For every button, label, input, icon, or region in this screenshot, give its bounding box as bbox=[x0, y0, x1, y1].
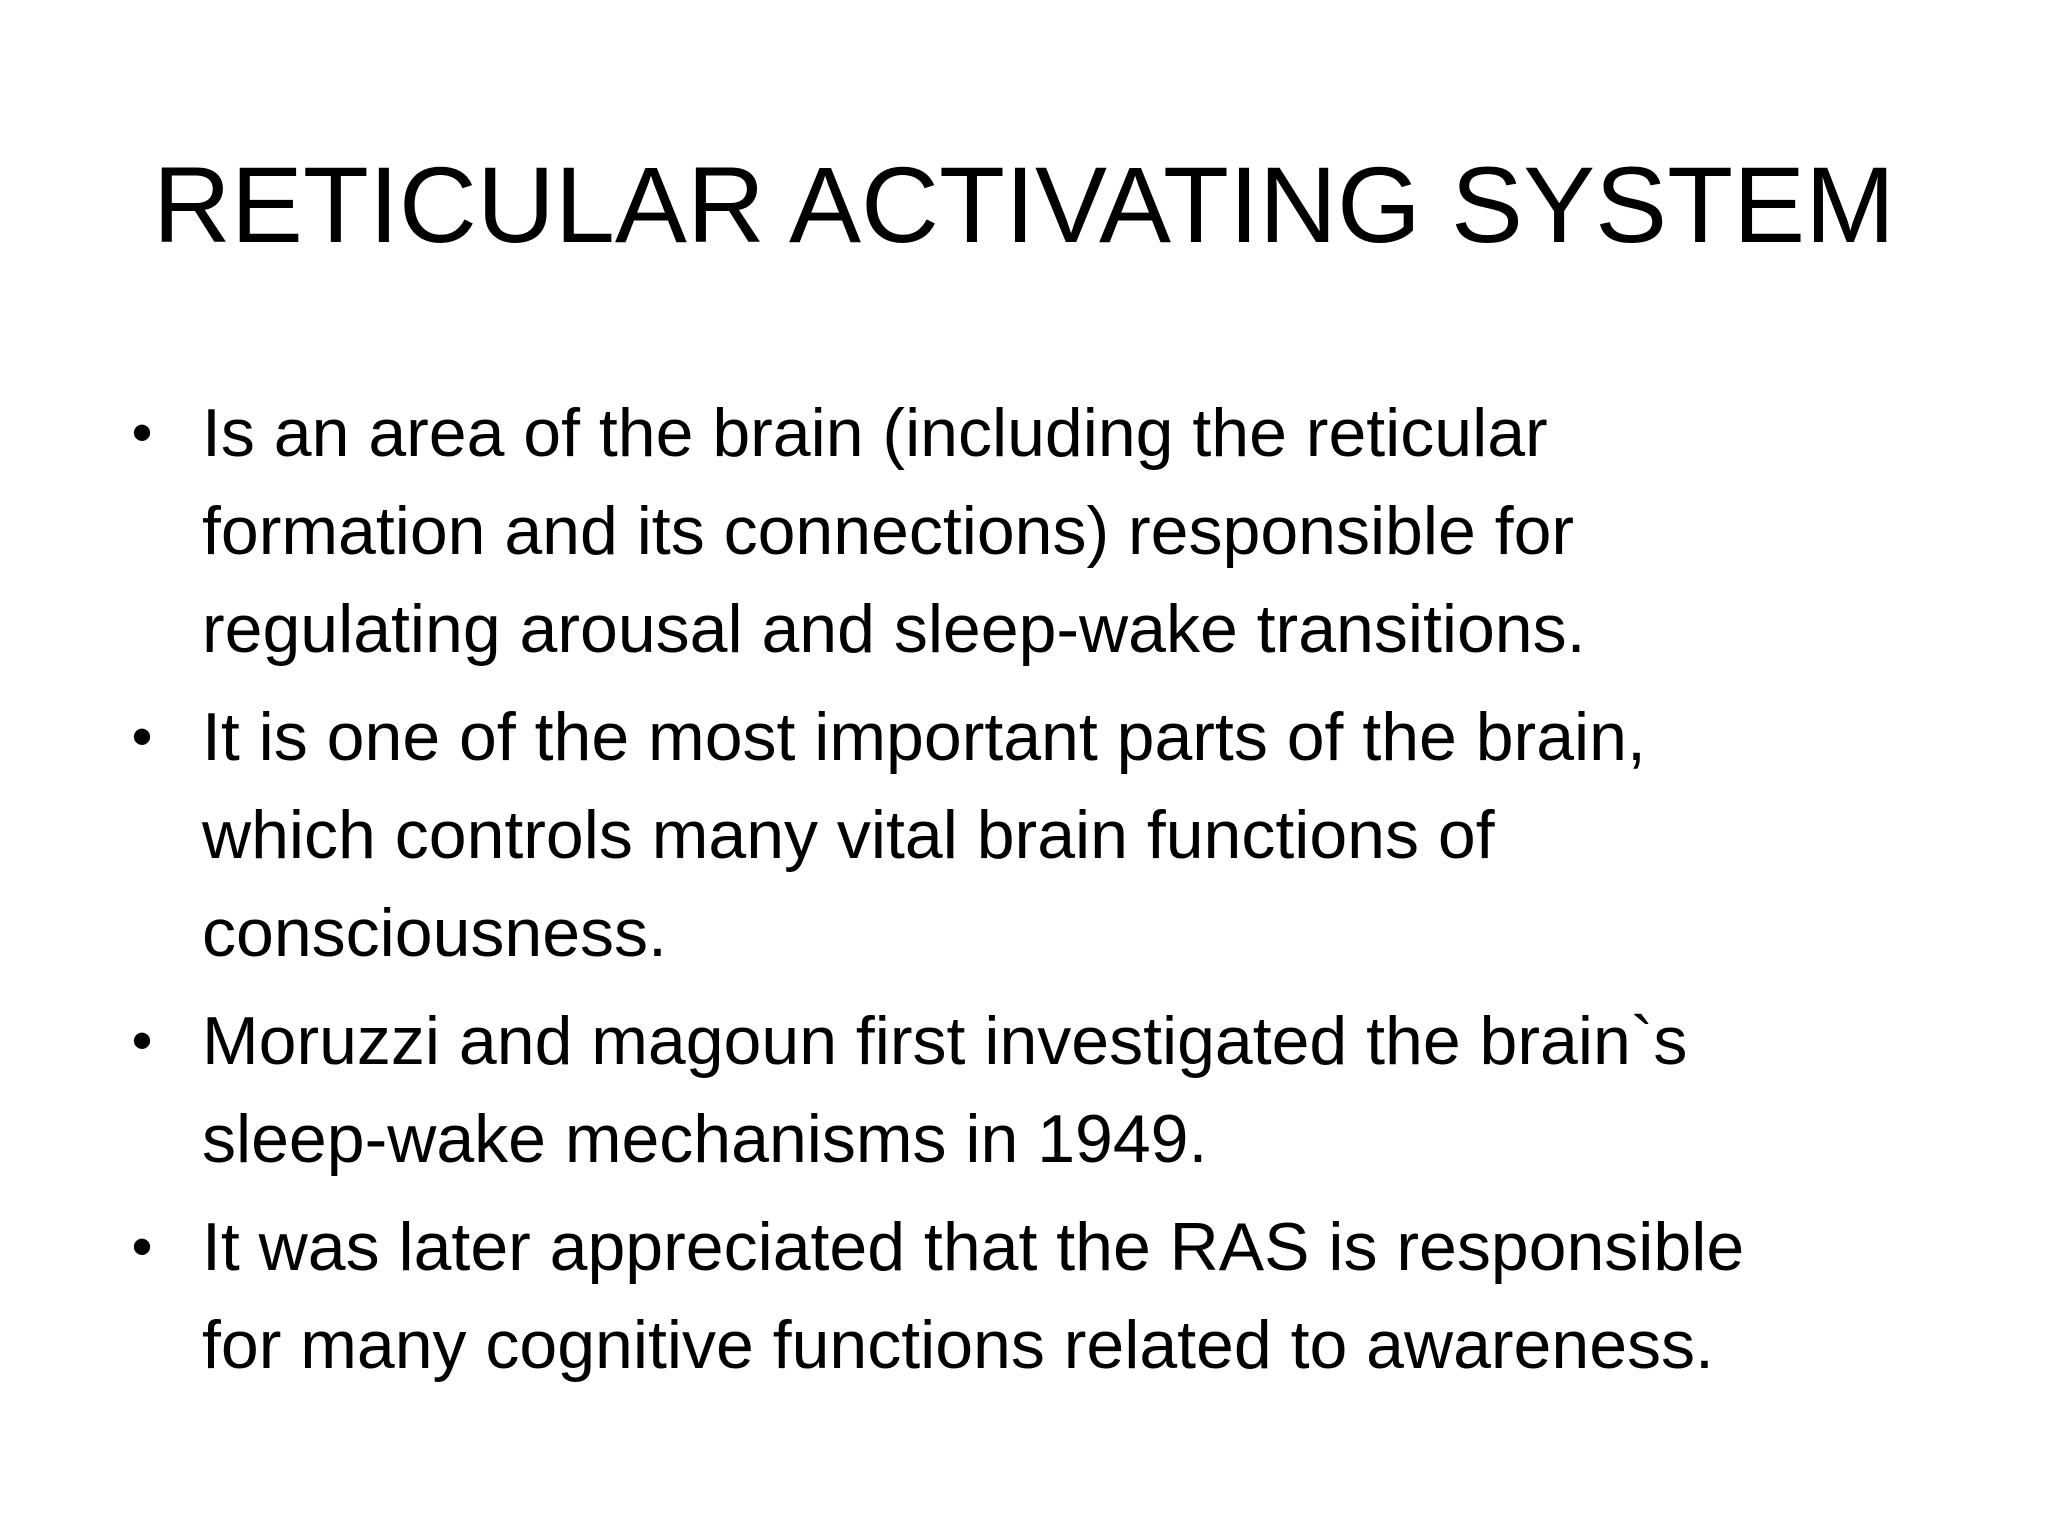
bullet-list: • Is an area of the brain (including the… bbox=[122, 384, 1922, 1404]
bullet-item: • It is one of the most important parts … bbox=[122, 688, 1922, 982]
bullet-icon: • bbox=[131, 1007, 153, 1074]
bullet-line: consciousness. bbox=[202, 895, 667, 971]
bullet-icon: • bbox=[131, 703, 153, 770]
bullet-icon: • bbox=[131, 1213, 153, 1280]
bullet-item: • It was later appreciated that the RAS … bbox=[122, 1198, 1922, 1394]
bullet-line: sleep-wake mechanisms in 1949. bbox=[202, 1101, 1208, 1177]
bullet-item: • Moruzzi and magoun first investigated … bbox=[122, 992, 1922, 1188]
bullet-item: • Is an area of the brain (including the… bbox=[122, 384, 1922, 678]
bullet-icon: • bbox=[131, 399, 153, 466]
bullet-line: formation and its connections) responsib… bbox=[202, 493, 1575, 569]
bullet-line: Moruzzi and magoun first investigated th… bbox=[202, 1003, 1688, 1079]
bullet-line: regulating arousal and sleep-wake transi… bbox=[202, 591, 1586, 667]
slide-title: RETICULAR ACTIVATING SYSTEM bbox=[152, 144, 1896, 265]
bullet-line: Is an area of the brain (including the r… bbox=[202, 395, 1548, 471]
bullet-line: for many cognitive functions related to … bbox=[202, 1307, 1714, 1383]
bullet-line: which controls many vital brain function… bbox=[202, 797, 1495, 873]
bullet-line: It is one of the most important parts of… bbox=[202, 699, 1646, 775]
bullet-line: It was later appreciated that the RAS is… bbox=[202, 1209, 1745, 1285]
